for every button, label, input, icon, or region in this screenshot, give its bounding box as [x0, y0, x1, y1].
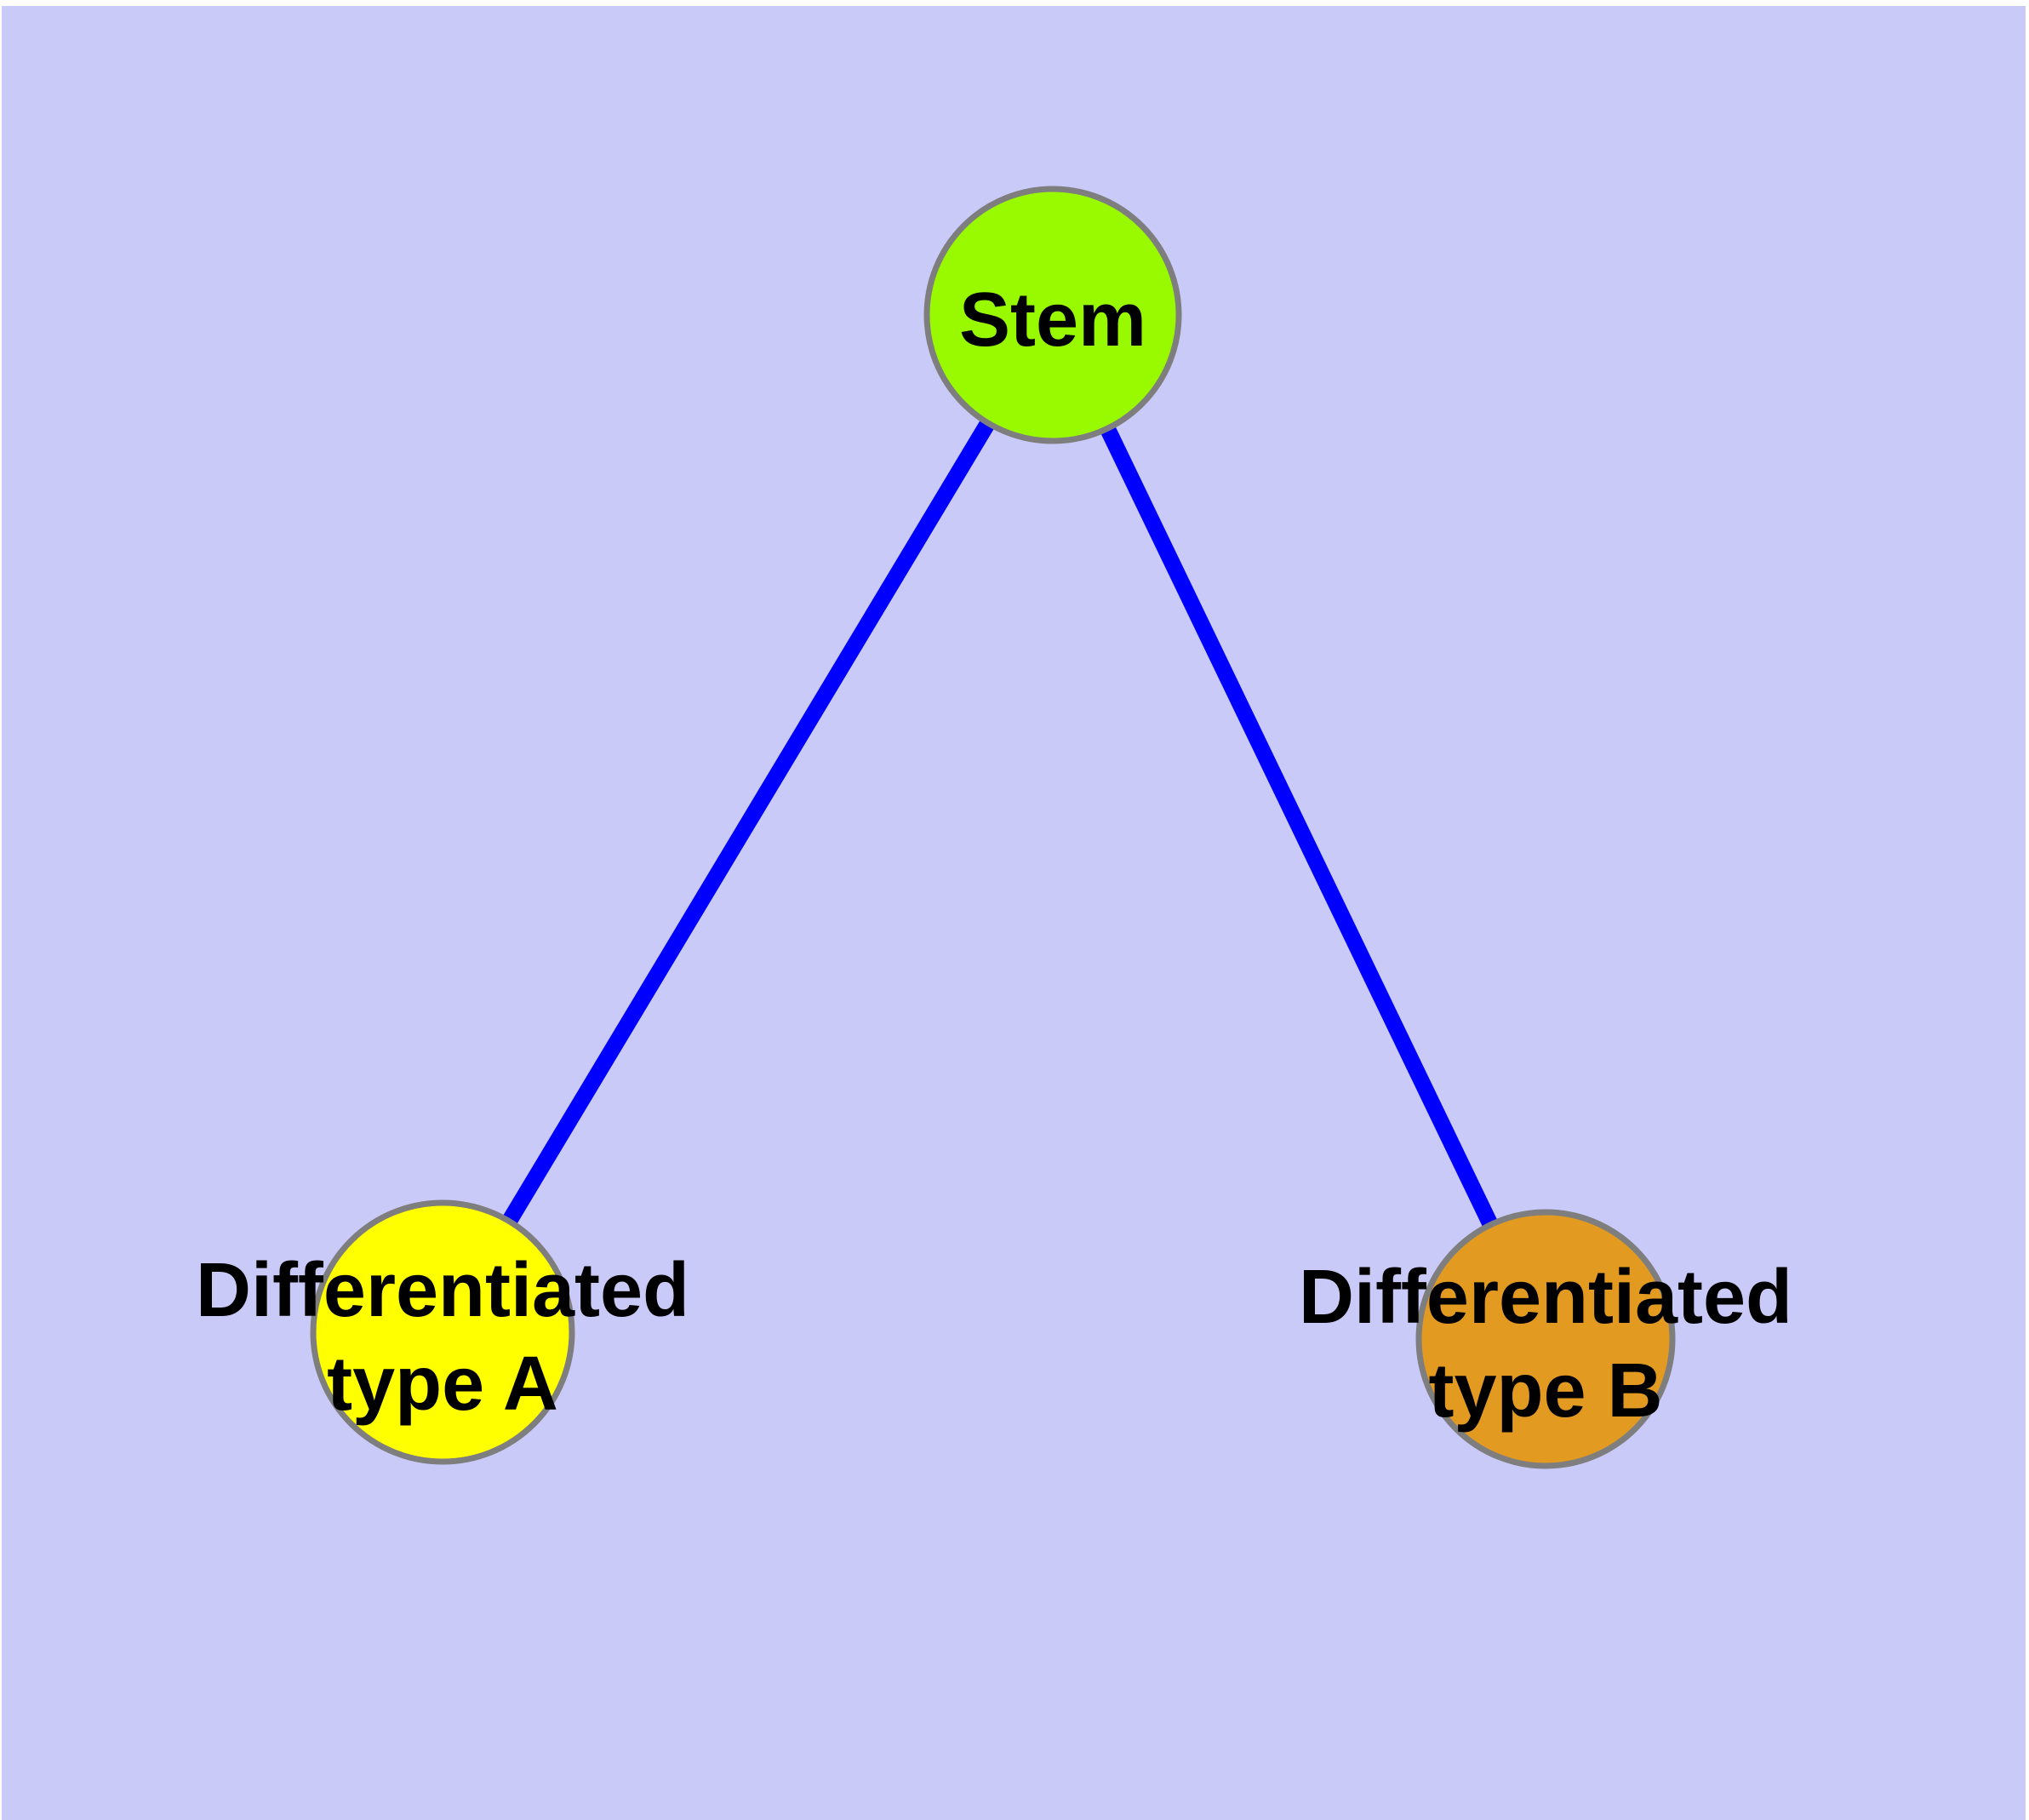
node-circle-stem [923, 186, 1182, 444]
node-circle-differentiated-type-a [310, 1199, 575, 1465]
node-label-differentiated-type-a: Differentiated type A [196, 1248, 689, 1427]
node-label-stem-line-0: Stem [959, 278, 1146, 363]
node-circle-differentiated-type-b [1415, 1209, 1676, 1469]
edge-stem-to-differentiated-type-a [435, 311, 1060, 1336]
node-label-differentiated-type-a-line-0: Differentiated [196, 1248, 689, 1333]
node-label-differentiated-type-b-line-0: Differentiated [1299, 1255, 1792, 1340]
node-label-differentiated-type-b-line-1: type B [1428, 1348, 1662, 1434]
node-label-differentiated-type-a-line-1: type A [327, 1342, 558, 1427]
node-label-stem: Stem [959, 278, 1146, 363]
edge-stem-to-differentiated-type-b [1045, 311, 1553, 1343]
